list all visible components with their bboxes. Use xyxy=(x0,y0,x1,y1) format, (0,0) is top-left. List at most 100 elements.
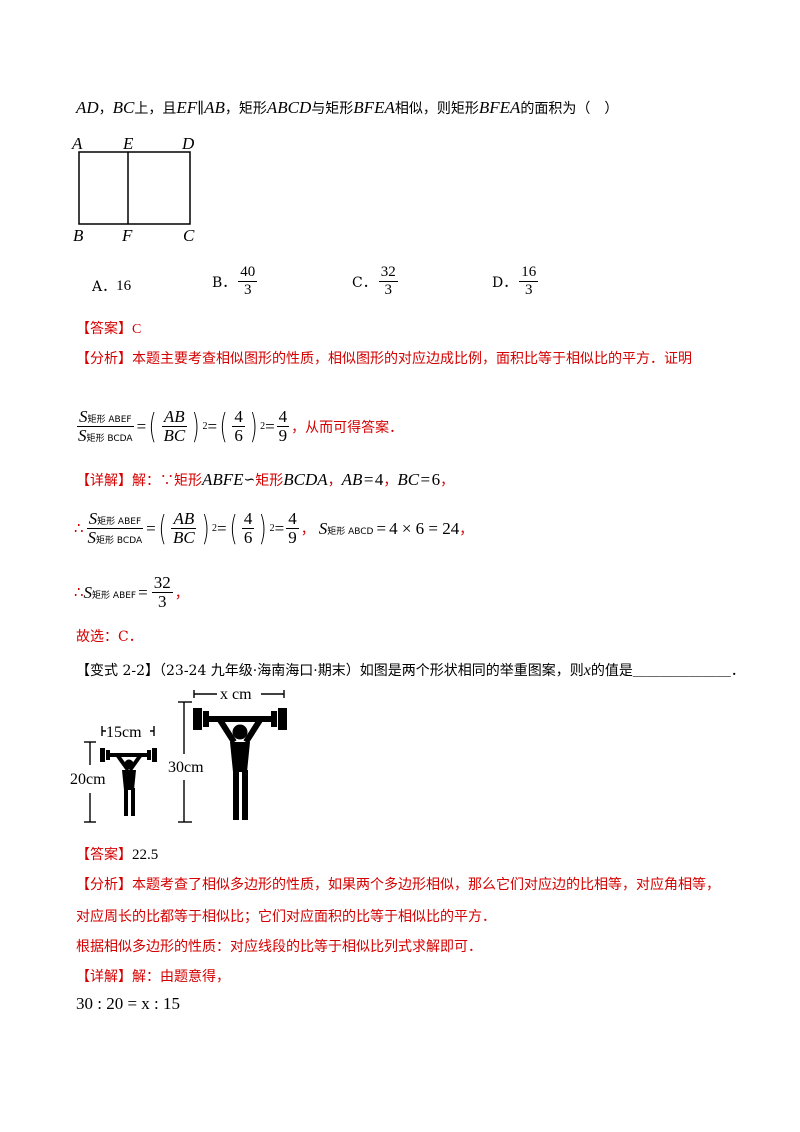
rect-abcd: ABCD xyxy=(266,98,312,117)
rect-bfea: BFEA xyxy=(478,98,521,117)
answer-value: 22.5 xyxy=(132,847,159,863)
exponent: 2 xyxy=(260,421,266,433)
analysis-tag: 【分析】 xyxy=(76,877,132,893)
equals: = xyxy=(265,416,275,436)
subscript: 矩形 ABCD xyxy=(327,526,374,537)
stem-text: 的值是 xyxy=(590,663,633,679)
stem-text: 上，且 xyxy=(134,101,177,117)
weightlifter-figure: x cm 15cm 20cm 30cm xyxy=(70,684,287,823)
segment-ef: EF xyxy=(176,98,198,117)
answer-value: C xyxy=(132,322,142,337)
numerator: 4 xyxy=(276,407,290,427)
numerator: 40 xyxy=(238,264,258,282)
punct: ， xyxy=(98,101,113,117)
area-symbol: S xyxy=(79,407,88,426)
small-height-label: 20cm xyxy=(70,771,106,788)
option-value: 16 xyxy=(116,277,132,294)
answer-tag: 【答案】 xyxy=(76,321,132,337)
label-a: A xyxy=(71,134,83,153)
q2-detail: 【详解】解：由题意得， xyxy=(76,966,230,986)
exponent: 2 xyxy=(212,523,217,535)
big-lifter-icon xyxy=(193,708,287,820)
subscript: 矩形 BCDA xyxy=(96,535,143,546)
therefore-symbol: ∴ xyxy=(74,521,84,538)
analysis-text: 本题主要考查相似图形的性质，相似图形的对应边成比例，面积比等于相似比的平方．证明 xyxy=(132,351,692,367)
subscript: 矩形 ABEF xyxy=(87,415,132,425)
numerator: AB xyxy=(171,509,197,529)
q1-stem: AD，BC上，且EF∥AB，矩形ABCD与矩形BFEA相似，则矩形BFEA的面积… xyxy=(76,98,618,118)
small-width-label: 15cm xyxy=(106,724,142,741)
denominator: 3 xyxy=(524,281,533,298)
rectangle-abcd xyxy=(78,151,191,225)
area-ratio-fraction: S矩形 ABEF S矩形 BCDA xyxy=(76,408,135,446)
big-width-label: x cm xyxy=(220,686,252,703)
rect-bfea: BFEA xyxy=(353,98,395,117)
label-d: D xyxy=(181,134,195,153)
punct: ， xyxy=(174,586,189,602)
answer-blank[interactable]: ＿＿＿＿＿＿＿ xyxy=(632,663,731,679)
punct: ， xyxy=(440,473,455,489)
denominator: 6 xyxy=(234,425,243,445)
var-x: x xyxy=(583,662,591,679)
stem-text: 相似，则矩形 xyxy=(394,101,479,117)
detail-text: 解：由题意得， xyxy=(132,969,230,985)
option-a[interactable]: A． 16 xyxy=(92,276,131,296)
numerator: 4 xyxy=(232,407,245,427)
option-letter: B． xyxy=(212,274,237,291)
denominator: BC xyxy=(163,425,186,445)
segment-bc: BC xyxy=(112,98,135,117)
option-letter: A． xyxy=(92,279,117,295)
equals: = xyxy=(207,416,218,436)
stem-text: （23-24 九年级·海南海口·期末）如图是两个形状相同的举重图案，则 xyxy=(159,663,584,679)
denominator: 3 xyxy=(384,281,392,298)
q2-analysis-line2: 对应周长的比都等于相似比；它们对应面积的比等于相似比的平方． xyxy=(76,909,496,925)
equals: = xyxy=(136,416,147,436)
similar-symbol: ∽ xyxy=(243,472,256,488)
segment-ab: AB xyxy=(204,98,225,117)
area-symbol: S xyxy=(78,425,87,445)
value: 4 xyxy=(374,470,384,489)
analysis-text: 本题考查了相似多边形的性质，如果两个多边形相似，那么它们对应边的比相等，对应角相… xyxy=(132,877,720,893)
numerator: AB xyxy=(161,407,187,427)
formula-tail: ，从而可得答案． xyxy=(291,419,404,436)
equals: = xyxy=(146,518,156,538)
analysis-tag: 【分析】 xyxy=(76,351,132,367)
q1-choose: 故选：C． xyxy=(76,629,143,645)
segment-ab: AB xyxy=(341,470,363,489)
area-symbol: S xyxy=(87,527,97,547)
detail-tag: 【详解】 xyxy=(76,969,132,985)
denominator: BC xyxy=(173,527,195,547)
variant-tag: 【变式 2-2】 xyxy=(76,663,159,679)
area-product: 4 × 6 = 24 xyxy=(389,518,460,538)
numerator: 32 xyxy=(151,573,173,593)
q2-equation: 30 : 20 = x : 15 xyxy=(76,994,181,1013)
label-c: C xyxy=(183,226,195,244)
exponent: 2 xyxy=(269,523,275,535)
punct: ， xyxy=(383,473,398,489)
equals: = xyxy=(274,518,285,538)
answer-tag: 【答案】 xyxy=(76,847,132,863)
detail-text: 解：∵矩形 xyxy=(132,473,202,489)
q2-answer: 【答案】22.5 xyxy=(76,844,158,864)
option-letter: D． xyxy=(492,274,518,291)
stem-text: 的面积为（ ） xyxy=(520,101,619,117)
punct: ． xyxy=(730,663,745,679)
equals: = xyxy=(217,518,227,538)
rectangle-figure: A E D B F C xyxy=(71,134,195,244)
detail-text: 矩形 xyxy=(255,473,284,489)
denominator: 9 xyxy=(288,527,297,547)
